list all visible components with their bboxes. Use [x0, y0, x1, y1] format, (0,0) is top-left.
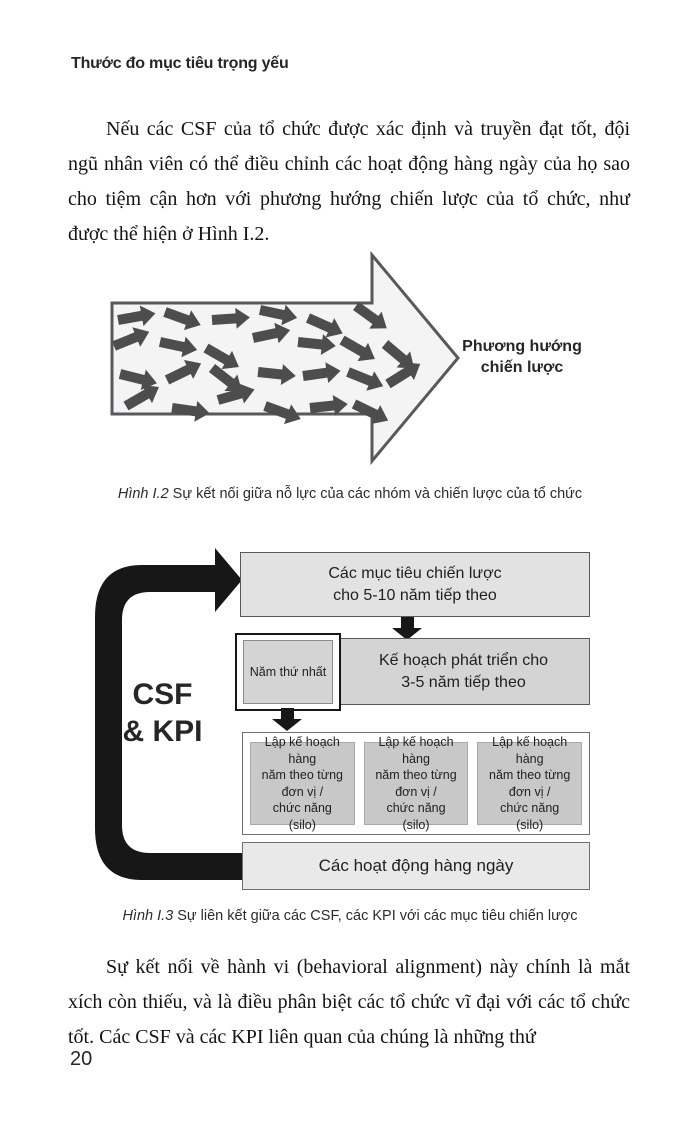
down-arrow-icon [272, 708, 302, 731]
paragraph-behavioral-alignment: Sự kết nối về hành vi (behavioral alignm… [68, 956, 630, 1048]
small-arrow-icon [123, 384, 159, 411]
strategic-goals-box: Các mục tiêu chiến lược cho 5-10 năm tiế… [240, 552, 590, 617]
first-year-frame: Năm thứ nhất [235, 633, 341, 711]
small-arrow-icon [305, 313, 343, 338]
small-arrow-icon [112, 327, 150, 351]
scattered-arrows-icon [112, 301, 421, 425]
small-arrow-icon [257, 364, 296, 385]
csf-kpi-label: CSF & KPI [122, 678, 203, 748]
small-arrow-icon [164, 360, 202, 385]
page-header-title: Thước đo mục tiêu trọng yếu [71, 55, 289, 72]
figure-i3-caption-number: Hình I.3 [122, 908, 174, 924]
small-arrow-icon [163, 307, 201, 331]
small-arrow-icon [385, 362, 421, 389]
small-arrow-icon [309, 395, 348, 416]
small-arrow-icon [263, 401, 301, 425]
down-arrow-icon [392, 617, 422, 640]
small-arrow-icon [171, 400, 210, 422]
small-arrow-icon [353, 301, 387, 329]
small-arrow-icon [302, 362, 341, 384]
small-arrow-icon [339, 335, 375, 362]
silo-planning-box: Lập kế hoạch hàng năm theo từng đơn vị /… [477, 735, 583, 832]
small-arrow-icon [258, 304, 298, 326]
small-arrow-icon [251, 322, 291, 344]
arrow-head [272, 719, 302, 731]
figure-strategic-direction: Phương hướng chiến lược [70, 246, 630, 479]
loop-arrow-shape [95, 548, 248, 880]
small-arrow-icon [297, 334, 336, 355]
strategic-direction-label: Phương hướng chiến lược [462, 338, 582, 376]
figure-i2-caption: Hình I.2 Sự kết nối giữa nỗ lực của các … [0, 486, 700, 502]
csf-kpi-loop-arrow [95, 548, 248, 880]
small-arrow-icon [203, 343, 239, 370]
arrow-stem [280, 708, 294, 719]
paragraph-intro: Nếu các CSF của tổ chức được xác định và… [68, 118, 630, 245]
small-arrow-icon [346, 367, 384, 391]
small-arrow-icon [158, 336, 198, 358]
page-number: 20 [70, 1048, 93, 1070]
small-arrow-icon [208, 364, 242, 392]
figure-csf-kpi-cascade: CSF & KPI Các mục tiêu chiến lược cho 5-… [70, 540, 630, 892]
daily-activities-box: Các hoạt động hàng ngày [242, 842, 590, 890]
small-arrow-icon [211, 307, 250, 329]
figure-i3-caption: Hình I.3 Sự liên kết giữa các CSF, các K… [0, 908, 700, 924]
arrow-head [392, 628, 422, 640]
figure-i3-caption-text: Sự liên kết giữa các CSF, các KPI với cá… [177, 908, 578, 924]
small-arrow-icon [351, 399, 389, 424]
arrow-stem [400, 617, 414, 628]
figure-i2-caption-text: Sự kết nối giữa nỗ lực của các nhóm và c… [172, 486, 583, 502]
small-arrow-icon [381, 340, 415, 369]
small-arrow-icon [117, 305, 156, 327]
silo-planning-box: Lập kế hoạch hàng năm theo từng đơn vị /… [250, 735, 355, 832]
small-arrow-icon [118, 369, 157, 390]
silo-planning-box: Lập kế hoạch hàng năm theo từng đơn vị /… [363, 735, 469, 832]
small-arrow-icon [216, 383, 255, 405]
first-year-box: Năm thứ nhất [243, 640, 333, 704]
figure-i2-caption-number: Hình I.2 [117, 486, 169, 502]
silo-planning-container: Lập kế hoạch hàng năm theo từng đơn vị /… [242, 732, 590, 835]
strategy-arrow-graphic [110, 250, 460, 466]
